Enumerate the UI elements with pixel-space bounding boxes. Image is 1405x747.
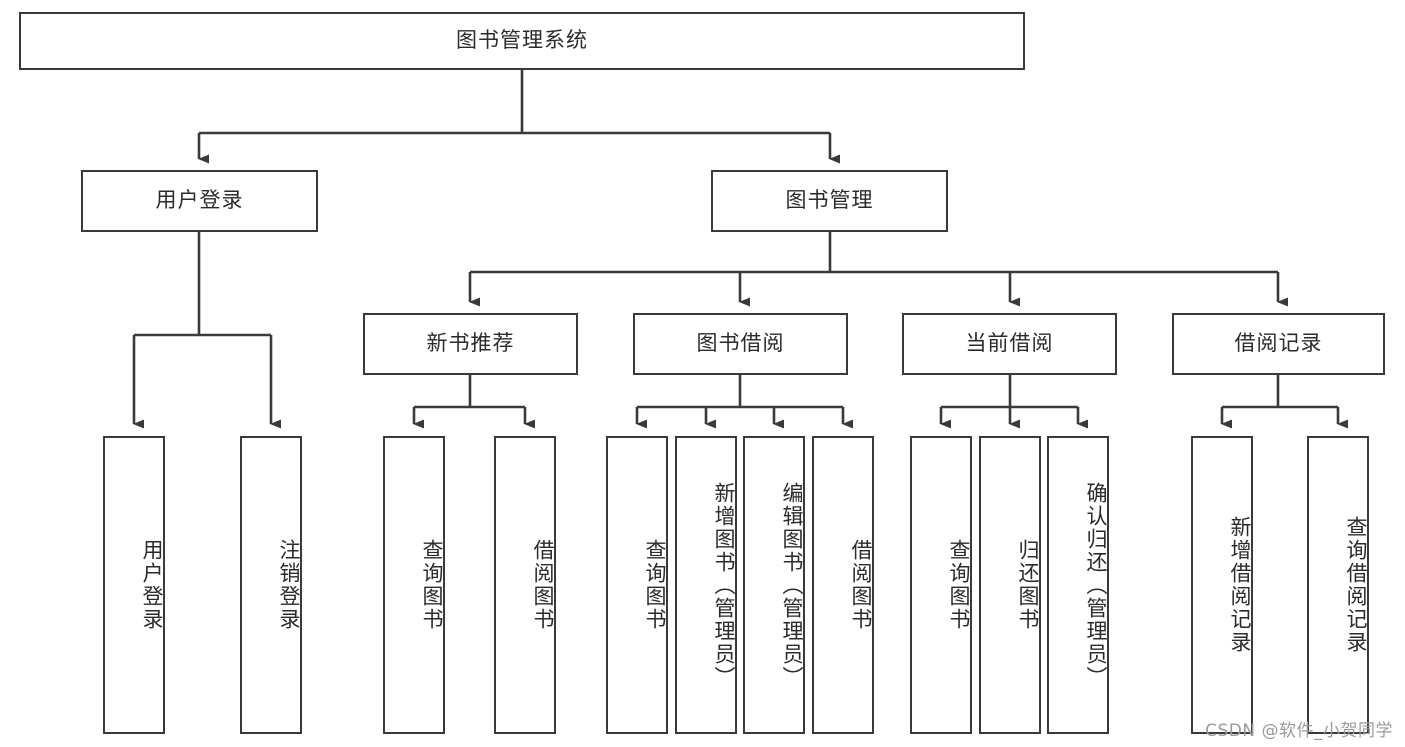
node-label: 借阅记录	[1234, 331, 1323, 356]
node-label: 查询借阅记录	[1344, 516, 1368, 654]
leaf-recommend-borrow-book[interactable]: 借阅图书	[494, 436, 556, 734]
node-label: 图书管理	[785, 188, 874, 213]
node-label: 查询图书	[947, 539, 971, 631]
node-borrow-record[interactable]: 借阅记录	[1172, 313, 1385, 375]
node-label: 归还图书	[1016, 539, 1040, 631]
node-label: 借阅图书	[849, 539, 873, 631]
leaf-record-query-record[interactable]: 查询借阅记录	[1307, 436, 1369, 734]
leaf-current-confirm-return[interactable]: 确认归还（管理员）	[1047, 436, 1109, 734]
node-root-system[interactable]: 图书管理系统	[19, 12, 1025, 70]
leaf-user-login-logout[interactable]: 注销登录	[240, 436, 302, 734]
leaf-borrow-edit-book[interactable]: 编辑图书（管理员）	[743, 436, 805, 734]
node-label: 新增借阅记录	[1228, 516, 1252, 654]
node-label: 用户登录	[155, 188, 244, 213]
node-label: 确认归还（管理员）	[1084, 481, 1108, 689]
watermark-text: CSDN @软件_小贺同学	[1205, 721, 1393, 741]
node-label: 查询图书	[643, 539, 667, 631]
leaf-current-return-book[interactable]: 归还图书	[979, 436, 1041, 734]
leaf-borrow-borrow-book[interactable]: 借阅图书	[812, 436, 874, 734]
node-label: 新书推荐	[426, 331, 515, 356]
node-label: 新增图书（管理员）	[712, 481, 736, 689]
leaf-recommend-query-book[interactable]: 查询图书	[383, 436, 445, 734]
leaf-record-add-record[interactable]: 新增借阅记录	[1191, 436, 1253, 734]
leaf-user-login-login[interactable]: 用户登录	[103, 436, 165, 734]
node-label: 当前借阅	[965, 331, 1054, 356]
node-label: 注销登录	[277, 539, 301, 631]
node-book-management[interactable]: 图书管理	[711, 170, 948, 232]
node-label: 图书借阅	[696, 331, 785, 356]
node-label: 用户登录	[140, 539, 164, 631]
node-new-book-recommend[interactable]: 新书推荐	[363, 313, 578, 375]
node-book-borrow[interactable]: 图书借阅	[633, 313, 848, 375]
node-label: 图书管理系统	[456, 28, 588, 53]
node-label: 查询图书	[420, 539, 444, 631]
node-current-borrow[interactable]: 当前借阅	[902, 313, 1117, 375]
node-label: 借阅图书	[531, 539, 555, 631]
node-user-login[interactable]: 用户登录	[81, 170, 318, 232]
leaf-borrow-query-book[interactable]: 查询图书	[606, 436, 668, 734]
leaf-current-query-book[interactable]: 查询图书	[910, 436, 972, 734]
node-label: 编辑图书（管理员）	[780, 481, 804, 689]
leaf-borrow-add-book[interactable]: 新增图书（管理员）	[675, 436, 737, 734]
